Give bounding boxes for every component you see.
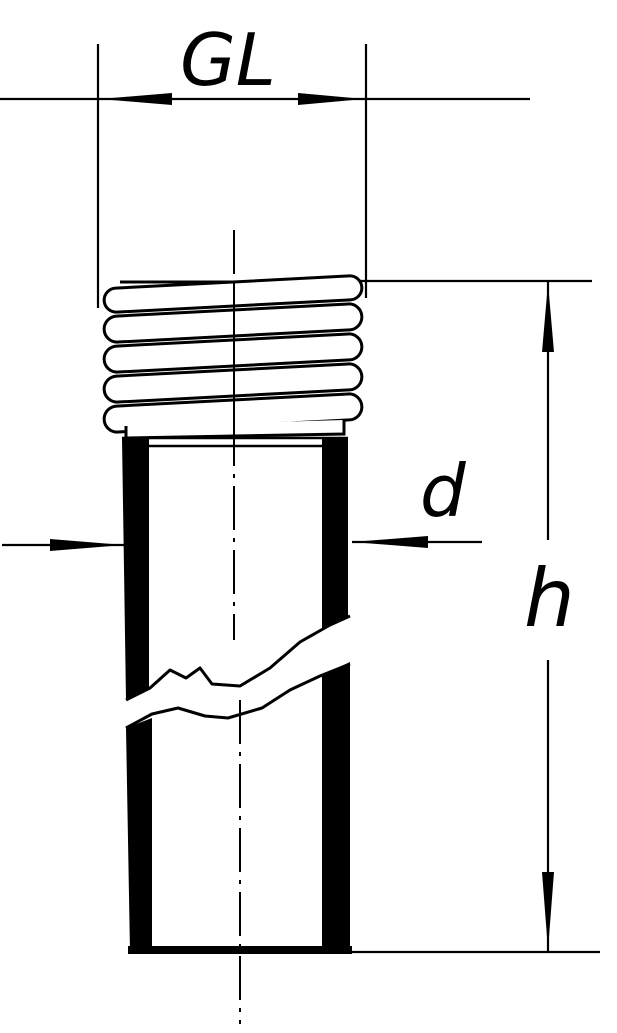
gl-label: GL <box>180 18 276 102</box>
d-arrow-left <box>50 539 124 551</box>
break-lines <box>125 614 351 730</box>
h-arrow-bottom <box>542 872 554 950</box>
h-arrow-top <box>542 283 554 352</box>
tube-wall-right <box>322 438 350 952</box>
tube-wall-left <box>122 438 152 952</box>
h-label: h <box>524 552 575 645</box>
break-line-upper <box>125 614 351 702</box>
gl-arrow-right <box>298 93 364 105</box>
tube-bottom-edge <box>128 946 352 954</box>
d-label: d <box>420 449 467 533</box>
gl-dimension <box>0 44 530 308</box>
gl-arrow-left <box>100 93 172 105</box>
d-arrow-right <box>352 536 428 548</box>
break-line-lower <box>125 662 351 730</box>
